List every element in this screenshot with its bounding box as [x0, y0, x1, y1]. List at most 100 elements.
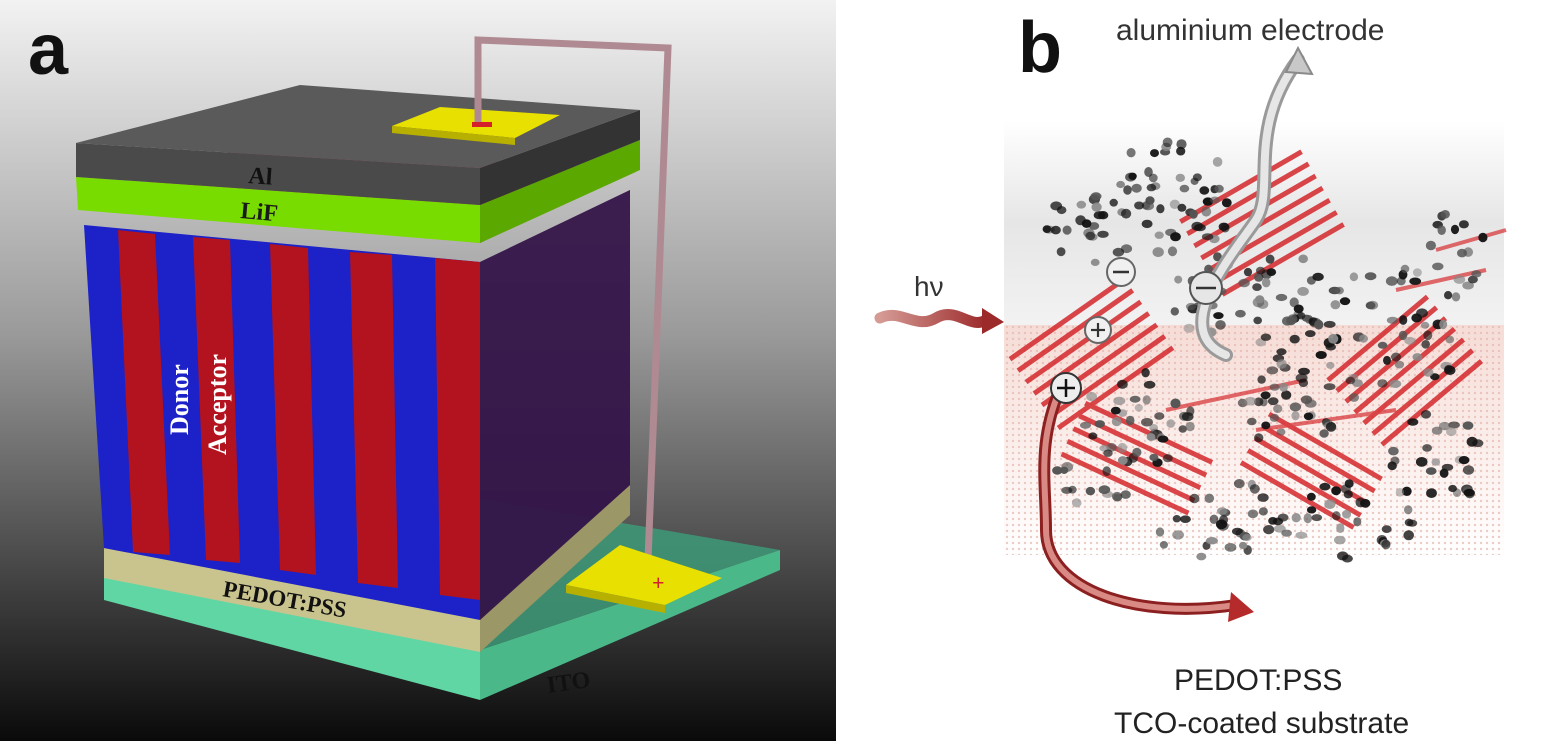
exciton-hole-symbol	[1084, 316, 1112, 344]
fullerene-particle	[1273, 404, 1283, 414]
fullerene-particle	[1129, 395, 1141, 403]
fullerene-particle	[1085, 231, 1096, 241]
fullerene-particle	[1116, 180, 1125, 189]
fullerene-particle	[1183, 323, 1195, 333]
fullerene-particle	[1403, 530, 1414, 541]
fullerene-particle	[1079, 421, 1092, 429]
fullerene-particle	[1166, 419, 1175, 428]
fullerene-particle	[1291, 513, 1301, 523]
fullerene-particle	[1304, 399, 1317, 408]
fullerene-particle	[1254, 272, 1264, 282]
lif-label: LiF	[239, 198, 278, 227]
fullerene-particle	[1159, 541, 1168, 549]
fullerene-particle	[1275, 293, 1288, 302]
fullerene-particle	[1134, 201, 1145, 210]
fullerene-particle	[1167, 246, 1178, 257]
fullerene-particle	[1389, 379, 1402, 388]
hole-path	[1038, 374, 1254, 622]
fullerene-particle	[1325, 422, 1337, 432]
fullerene-particle	[1439, 468, 1449, 478]
fullerene-particle	[1255, 266, 1266, 275]
fullerene-particle	[1291, 411, 1300, 421]
fullerene-particle	[1090, 258, 1100, 266]
fullerene-particle	[1249, 484, 1260, 494]
fullerene-particle	[1233, 479, 1245, 489]
fullerene-particle	[1247, 417, 1257, 426]
fullerene-particle	[1176, 139, 1187, 150]
fullerene-particle	[1117, 442, 1128, 453]
electron-path	[1195, 45, 1314, 362]
al-layer: Al	[76, 85, 640, 205]
fullerene-particle	[1253, 316, 1262, 325]
fullerene-particle	[1343, 490, 1353, 499]
fullerene-particle	[1244, 396, 1257, 406]
fullerene-particle	[1091, 202, 1102, 212]
fullerene-particle	[1334, 535, 1346, 545]
fullerene-particle	[1385, 276, 1398, 286]
fullerene-particle	[1141, 368, 1150, 378]
fullerene-particle	[1305, 330, 1316, 338]
fullerene-particle	[1423, 330, 1433, 341]
fullerene-particle	[1325, 343, 1336, 351]
fullerene-particle	[1179, 515, 1191, 523]
fullerene-particle	[1267, 397, 1279, 406]
fullerene-particle	[1143, 380, 1156, 389]
fullerene-particle	[1257, 375, 1266, 384]
fullerene-particle	[1085, 486, 1096, 496]
fullerene-particle	[1409, 277, 1422, 285]
fullerene-particle	[1281, 316, 1293, 326]
fullerene-particle	[1359, 334, 1368, 343]
fullerene-particle	[1324, 499, 1336, 509]
external-wire	[474, 36, 672, 561]
fullerene-particle	[1125, 415, 1135, 426]
fullerene-particle	[1425, 240, 1436, 251]
fullerene-particle	[1412, 268, 1422, 277]
fullerene-particle	[1319, 429, 1329, 438]
fullerene-particle	[1388, 446, 1399, 456]
fullerene-particle	[1440, 210, 1450, 219]
fullerene-particle	[1439, 319, 1448, 330]
fullerene-particle	[1276, 348, 1287, 356]
fullerene-particle	[1395, 488, 1405, 497]
fullerene-particle	[1415, 457, 1428, 467]
fullerene-particle	[1381, 539, 1391, 550]
fullerene-particle	[1214, 184, 1224, 193]
fullerene-particle	[1298, 254, 1308, 264]
fullerene-particle	[1088, 222, 1100, 230]
fullerene-particle	[1398, 330, 1408, 341]
fullerene-particle	[1094, 420, 1105, 428]
fullerene-particle	[1342, 509, 1352, 519]
fullerene-particle	[1260, 391, 1271, 400]
fullerene-particle	[1425, 467, 1437, 475]
fullerene-particle	[1269, 413, 1280, 422]
fullerene-particle	[1353, 517, 1362, 527]
fullerene-particle	[1349, 393, 1359, 402]
fullerene-particle	[1386, 316, 1399, 324]
fullerene-particle	[1407, 418, 1419, 426]
fullerene-particle	[1239, 541, 1248, 550]
fullerene-particle	[1103, 449, 1113, 457]
fullerene-particle	[1431, 426, 1443, 435]
fullerene-particle	[1201, 206, 1212, 217]
fullerene-particle	[1311, 514, 1323, 522]
fullerene-particle	[1314, 319, 1324, 330]
fullerene-particle	[1086, 391, 1097, 402]
fullerene-particle	[1281, 529, 1292, 537]
fullerene-particle	[1141, 417, 1153, 427]
fullerene-particle	[1462, 281, 1474, 290]
fullerene-particle	[1298, 367, 1310, 375]
fullerene-particle	[1364, 272, 1377, 281]
top-contact	[392, 107, 560, 145]
fullerene-particle	[1081, 219, 1092, 228]
fullerene-particle	[1261, 421, 1271, 430]
fullerene-particle	[1076, 200, 1087, 209]
fullerene-particle	[1210, 196, 1220, 204]
device-architecture-diagram: ITO PEDOT:PSS Donor Acceptor LiF	[0, 0, 836, 741]
fullerene-particle	[1381, 525, 1392, 533]
acceptor-stripes	[118, 230, 480, 600]
fullerene-particle	[1258, 507, 1268, 516]
fullerene-particle	[1383, 355, 1391, 365]
fullerene-particle	[1213, 312, 1224, 320]
fullerene-particle	[1444, 365, 1456, 375]
fullerene-particle	[1186, 406, 1195, 417]
